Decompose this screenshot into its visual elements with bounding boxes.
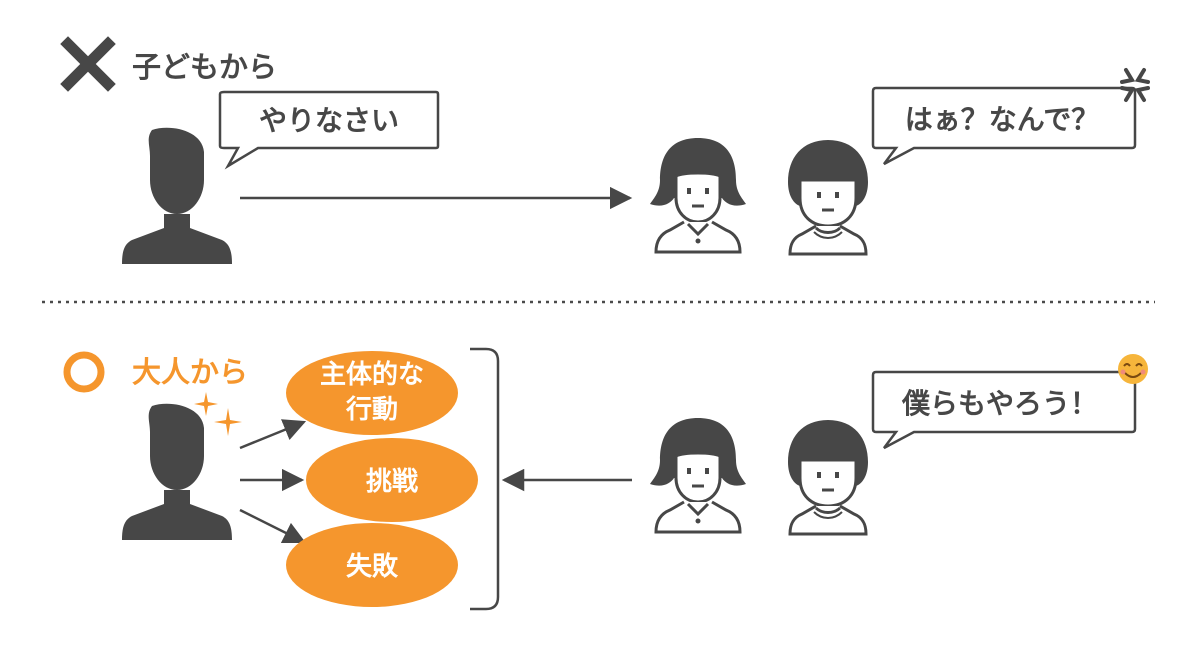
anger-vein-icon (1120, 68, 1150, 102)
speech-bubble-children-bottom: 僕らもやろう！ (871, 370, 1137, 450)
bottom-title: 大人から (132, 355, 248, 389)
bracket (470, 347, 500, 611)
adult-silhouette-icon (122, 127, 232, 264)
circle-mark-icon (63, 351, 105, 393)
speech-text-children-bottom: 僕らもやろう！ (901, 387, 1098, 420)
sparkle-icon (194, 392, 242, 436)
option-failure-label: 失敗 (346, 551, 399, 582)
bottom-section: 大人から 主体的な 行動 挑戦 失敗 僕らもやろう！ (63, 347, 1148, 611)
boy-icon (786, 138, 870, 256)
cross-mark-icon (60, 36, 116, 92)
option-initiative-line1: 主体的な (320, 359, 424, 390)
girl-icon (648, 416, 748, 534)
arrow-to-option-3 (239, 508, 307, 544)
option-failure: 失敗 (286, 523, 458, 607)
option-challenge-label: 挑戦 (366, 467, 418, 497)
option-challenge: 挑戦 (306, 438, 478, 522)
option-initiative: 主体的な 行動 (286, 351, 458, 435)
speech-text-adult: やりなさい (259, 104, 399, 137)
boy-icon (786, 418, 870, 536)
speech-bubble-children: はぁ？なんで？ (871, 86, 1137, 166)
speech-bubble-adult: やりなさい (218, 90, 440, 170)
adult-silhouette-icon (122, 403, 232, 540)
arrow-to-option-1 (239, 419, 307, 450)
girl-icon (648, 136, 748, 254)
top-section: 子どもから やりなさい はぁ？なんで？ (60, 36, 1150, 264)
top-title: 子どもから (132, 50, 277, 84)
smile-emoji-icon (1118, 354, 1148, 384)
option-initiative-line2: 行動 (345, 394, 398, 425)
speech-text-children-top: はぁ？なんで？ (905, 103, 1100, 136)
